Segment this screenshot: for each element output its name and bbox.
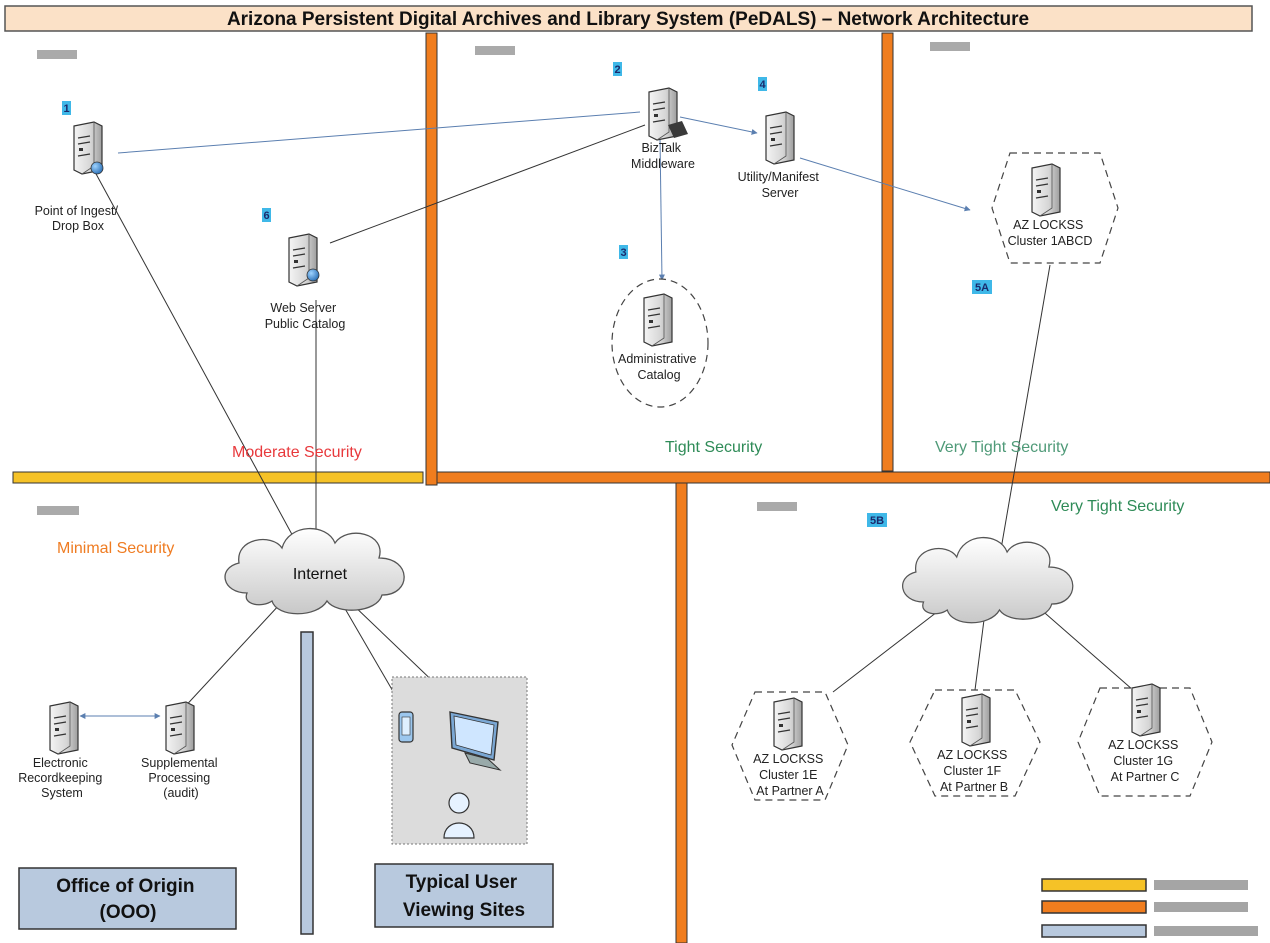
monitor-icon [449,711,502,771]
zone-divider [675,482,688,943]
server-icon [765,111,795,165]
legend-swatch-yellow [1041,878,1147,892]
step-marker [758,77,767,91]
node-label-lockss-main: AZ LOCKSS Cluster 1ABCD [1008,218,1093,248]
svg-text:5B: 5B [870,515,884,527]
server-icon [643,293,673,347]
step-marker [867,513,887,527]
legend [1041,878,1258,938]
step-marker [972,280,992,294]
zone-tag [475,46,515,55]
office-of-origin-box [18,867,237,930]
legend-text-redacted [1154,880,1248,890]
office-of-origin-label: Office of Origin (OOO) [56,876,200,923]
cluster-hexagon [1077,687,1213,797]
zone-tag [37,506,79,515]
globe-icon [90,161,104,175]
zone-divider [300,631,314,935]
node-label-admin: Administrative Catalog [618,352,700,382]
server-icon [773,697,803,751]
internet-label: Internet [293,566,348,583]
user-icon [443,792,475,839]
legend-text-redacted [1154,926,1258,936]
server-icon [961,693,991,747]
very-tight-security-label: Very Tight Security [1051,498,1184,515]
node-label-webserver: Web Server Public Catalog [265,301,346,331]
connections [79,111,1134,719]
user-site-area [391,676,528,845]
keyboard-icon [668,121,688,138]
step-marker [62,101,71,115]
svg-text:1: 1 [63,103,69,115]
node-label-lockss-g: AZ LOCKSS Cluster 1G At Partner C [1108,738,1182,784]
server-icon [165,701,195,755]
node-label-supp: Supplemental Processing (audit) [141,756,221,800]
step-marker [619,245,628,259]
globe-icon [306,268,320,282]
server-icon [1031,163,1061,217]
tight-security-label: Tight Security [665,439,762,456]
node-label-lockss-f: AZ LOCKSS Cluster 1F At Partner B [937,748,1011,794]
zone-tag [930,42,970,51]
svg-text:4: 4 [759,79,766,91]
node-label-ingest: Point of Ingest/ Drop Box [35,204,122,233]
node-label-utility: Utility/Manifest Server [738,170,823,200]
node-label-lockss-e: AZ LOCKSS Cluster 1E At Partner A [753,752,827,798]
legend-swatch-blue [1041,924,1147,938]
node-label-erk: Electronic Recordkeeping System [18,756,106,800]
typical-user-box [374,863,554,928]
moderate-security-label: Moderate Security [232,444,362,461]
step-marker [613,62,622,76]
very-tight-security-label: Very Tight Security [935,439,1068,456]
zone-divider [436,471,1270,484]
svg-text:6: 6 [263,210,269,222]
server-icon [49,701,79,755]
zone-divider [881,32,894,472]
title-bar [4,5,1253,32]
server-icon [1131,683,1161,737]
page-title: Arizona Persistent Digital Archives and … [227,9,1029,30]
svg-text:2: 2 [614,64,620,76]
legend-swatch-orange [1041,900,1147,914]
typical-user-label: Typical User Viewing Sites [403,872,525,921]
step-marker [262,208,271,222]
zone-tag [37,50,77,59]
tablet-icon [398,711,414,743]
zone-divider [425,32,438,486]
node-label-biztalk: BizTalk Middleware [631,141,695,171]
legend-text-redacted [1154,902,1248,912]
zone-tag [757,502,797,511]
minimal-security-label: Minimal Security [57,540,174,557]
cloud-icon [901,536,1074,624]
svg-text:5A: 5A [975,282,989,294]
svg-text:3: 3 [620,247,626,259]
zone-divider [12,471,424,484]
